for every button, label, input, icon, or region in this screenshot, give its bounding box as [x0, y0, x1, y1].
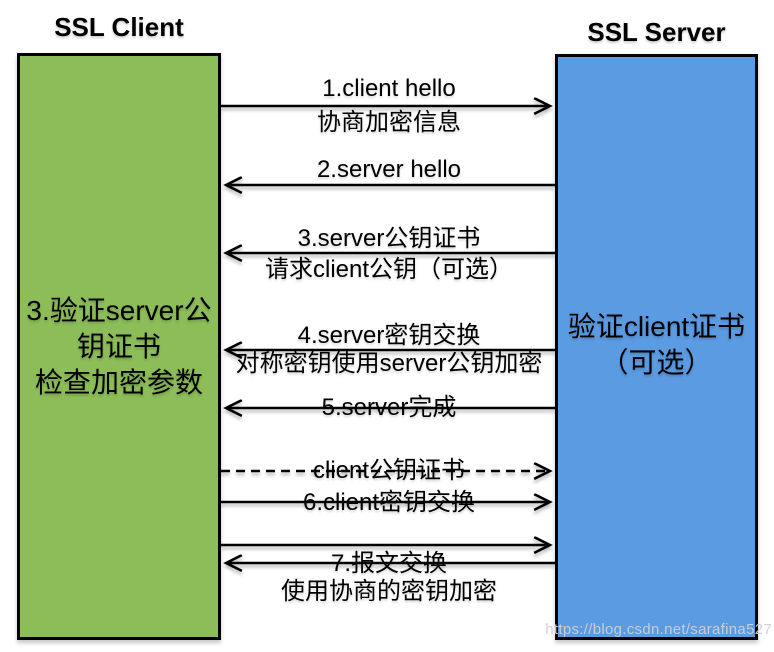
server-note-line: （可选）	[600, 347, 713, 378]
msg-6-label: client公钥证书	[312, 457, 466, 484]
client-note: 3.验证server公 钥证书 检查加密参数	[20, 293, 218, 401]
msg-3-sublabel: 请求client公钥（可选）	[264, 256, 514, 283]
server-title: SSL Server	[587, 17, 726, 47]
client-note-line: 钥证书	[76, 331, 161, 362]
msg-3-label: 3.server公钥证书	[297, 225, 481, 252]
client-title: SSL Client	[54, 12, 184, 42]
msg-1-label: 1.client hello	[322, 75, 456, 102]
server-lifeline-box: 验证client证书 （可选）	[555, 54, 758, 640]
msg-1-sublabel: 协商加密信息	[317, 109, 461, 136]
watermark-url: https://blog.csdn.net/sarafina527	[545, 621, 772, 638]
client-note-line: 检查加密参数	[34, 367, 203, 398]
msg-4-label: 4.server密钥交换	[297, 322, 481, 349]
client-lifeline-box: 3.验证server公 钥证书 检查加密参数	[17, 53, 221, 640]
msg-8-sublabel: 使用协商的密钥加密	[281, 578, 497, 605]
msg-7-label: 6.client密钥交换	[302, 489, 476, 516]
msg-5-label: 5.server完成	[321, 394, 457, 421]
server-note-line: 验证client证书	[567, 311, 746, 342]
msg-8-label: 7.报文交换	[330, 550, 447, 577]
client-note-line: 3.验证server公	[26, 295, 212, 326]
server-note: 验证client证书 （可选）	[558, 309, 755, 381]
msg-4-sublabel: 对称密钥使用server公钥加密	[235, 350, 543, 377]
msg-2-label: 2.server hello	[316, 156, 462, 183]
